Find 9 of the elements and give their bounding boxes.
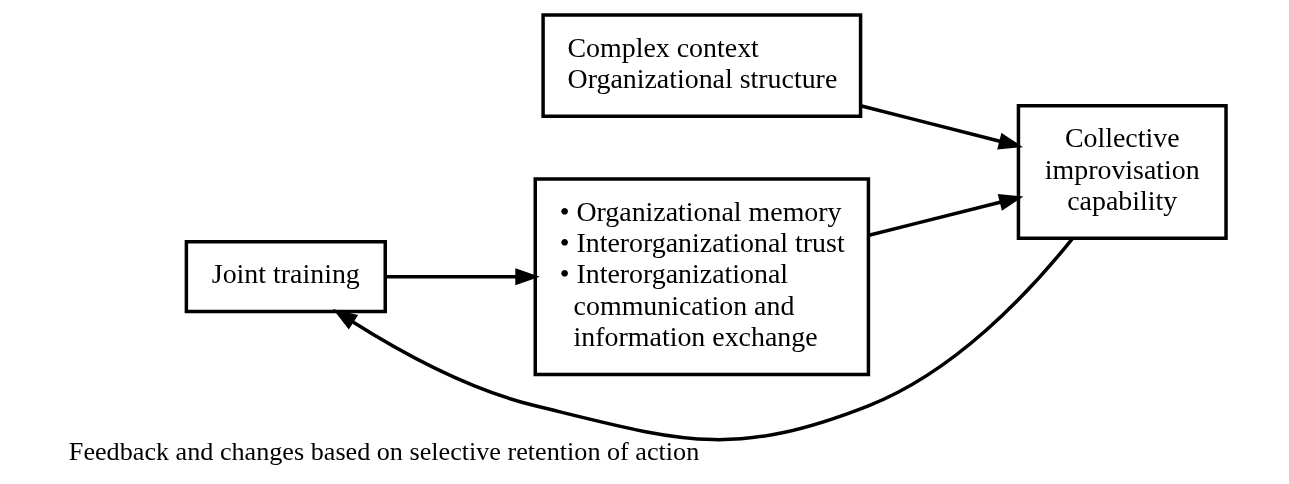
- node-box: Complex context Organizational structure: [540, 13, 862, 118]
- arrow: [332, 237, 1074, 442]
- arrow: [868, 194, 1023, 237]
- arrow: [859, 104, 1023, 150]
- node-box: Joint training: [184, 240, 387, 314]
- node-box: Collective improvisation capability: [1016, 104, 1228, 241]
- edge-label: Feedback and changes based on selective retention of action: [68, 437, 699, 467]
- arrow: [384, 268, 540, 286]
- node-box: • Organizational memory • Interorganizational trust • Interorganizational communication and information exchange: [533, 177, 870, 377]
